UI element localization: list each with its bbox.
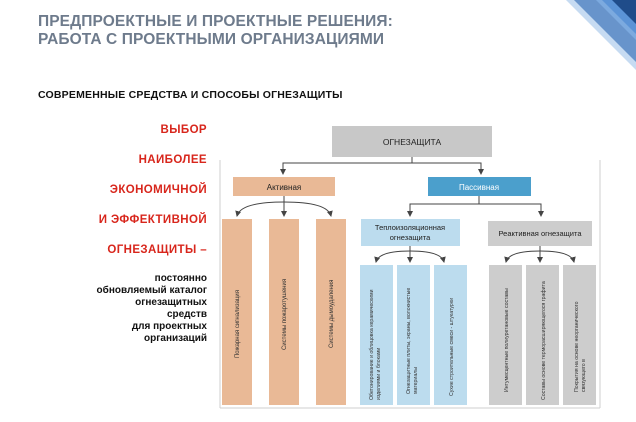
reactive-item-2-label: Составы основе терморасширяющегося графи…: [541, 281, 547, 400]
black-line-6: организаций: [144, 333, 207, 344]
red-line-2: НАИБОЛЕЕ: [138, 154, 207, 166]
reactive-item-3-label-line-2: связующего в: [581, 359, 587, 392]
thermal-box: [361, 219, 460, 246]
reactive-label: Реактивная огнезащита: [499, 229, 583, 238]
arrow-thermal-3: [409, 250, 446, 263]
thermal-label-line-1: Теплоизоляционная: [375, 223, 445, 232]
thermal-item-3: [434, 265, 467, 405]
page-title-line-1: ПРЕДПРОЕКТНЫЕ И ПРОЕКТНЫЕ РЕШЕНИЯ:: [38, 13, 393, 30]
active-box: [233, 177, 335, 196]
reactive-item-1: [489, 265, 522, 405]
reactive-item-1-label: Интумесцентные полиуретановые составы: [504, 288, 510, 392]
black-line-2: обновляемый каталог: [96, 285, 207, 296]
red-line-1: ВЫБОР: [160, 124, 207, 136]
reactive-box: [488, 221, 592, 246]
black-line-1: постоянно: [154, 273, 207, 284]
thermal-item-3-label: Сухие строительные смеси - штукатурки: [449, 298, 455, 396]
arrow-root-active: [280, 157, 413, 175]
arrow-active-3: [283, 201, 333, 217]
thermal-item-2-label-line-2: материалы: [413, 367, 419, 394]
active-item-1: [222, 219, 252, 405]
section-subtitle: СОВРЕМЕННЫЕ СРЕДСТВА И СПОСОБЫ ОГНЕЗАЩИТ…: [38, 89, 343, 101]
thermal-item-2-label-line-1: Огнезащитные плиты, экраны, волокнистые: [406, 288, 412, 394]
red-line-4: И ЭФФЕКТИВНОЙ: [98, 214, 207, 226]
active-item-3: [316, 219, 346, 405]
red-line-3: ЭКОНОМИЧНОЙ: [109, 184, 207, 196]
active-item-2-label: Системы пожаротушения: [282, 279, 288, 350]
arrow-reactive-1: [504, 250, 541, 263]
arrow-passive-thermal: [407, 196, 480, 217]
active-item-3-label: Системы дымоудаления: [329, 280, 335, 348]
thermal-item-2: [397, 265, 430, 405]
reactive-item-3-label-line-1: Покрытия на основе неорганического: [574, 301, 580, 392]
thermal-item-1: [360, 265, 393, 405]
arrow-thermal-1: [374, 250, 411, 263]
reactive-item-2: [526, 265, 559, 405]
left-description: ВЫБОР НАИБОЛЕЕ ЭКОНОМИЧНОЙ И ЭФФЕКТИВНОЙ…: [60, 123, 207, 345]
passive-box: [428, 177, 531, 196]
root-box: [332, 126, 492, 157]
reactive-item-3: [563, 265, 596, 405]
thermal-item-1-label-line-2: изделиями и блоками: [376, 348, 382, 400]
page-title: ПРЕДПРОЕКТНЫЕ И ПРОЕКТНЫЕ РЕШЕНИЯ: РАБОТ…: [38, 13, 393, 49]
arrow-active-1: [235, 201, 285, 217]
active-item-2: [269, 219, 299, 405]
black-line-5: для проектных: [131, 321, 207, 332]
thermal-item-1-label-line-1: Обетонирование и облицовка керамическими: [369, 289, 375, 400]
page-title-line-2: РАБОТА С ПРОЕКТНЫМИ ОРГАНИЗАЦИЯМИ: [38, 31, 385, 48]
arrow-root-passive: [412, 162, 484, 175]
active-item-1-label: Пожарная сигнализация: [235, 290, 241, 358]
passive-label: Пассивная: [459, 183, 499, 192]
red-line-5: ОГНЕЗАЩИТЫ –: [107, 244, 207, 256]
black-line-4: средств: [166, 309, 207, 320]
arrow-passive-reactive: [479, 203, 544, 217]
black-line-3: огнезащитных: [135, 297, 207, 308]
arrow-reactive-3: [539, 250, 576, 263]
thermal-label-line-2: огнезащита: [390, 233, 431, 242]
root-label: ОГНЕЗАЩИТА: [383, 137, 442, 147]
corner-decoration: [566, 0, 636, 70]
catalog-description: постоянно обновляемый каталог огнезащитн…: [60, 273, 207, 345]
active-label: Активная: [267, 183, 302, 192]
